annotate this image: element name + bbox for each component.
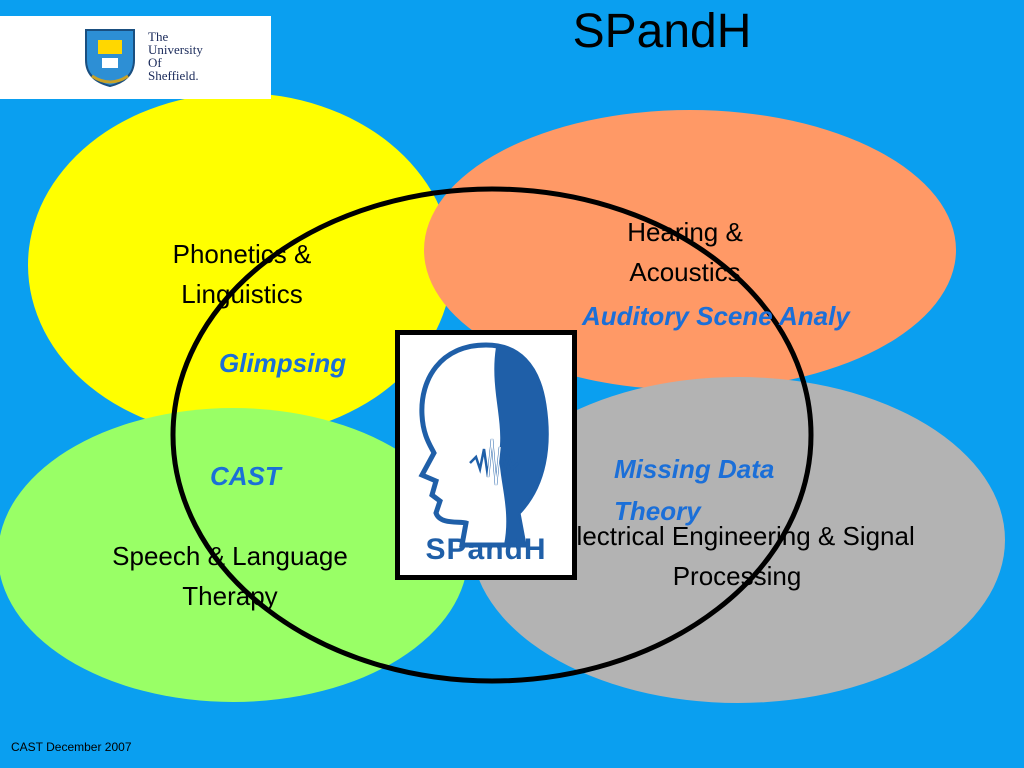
auditory-scene-label: Auditory Scene Analy (582, 301, 850, 331)
university-crest-icon (85, 29, 135, 88)
page-title: SPandH (572, 5, 752, 58)
logo-line: Sheffield. (148, 68, 199, 83)
spandh-logo-text: SPandH (425, 533, 547, 566)
logo-line: Of (148, 55, 162, 70)
speech-therapy-ellipse (0, 408, 468, 702)
logo-line: The (148, 29, 169, 44)
university-name: The University Of Sheffield. (148, 30, 203, 82)
footer-text: CAST December 2007 (11, 740, 132, 754)
hearing-ellipse (424, 110, 956, 390)
electrical-label: Electrical Engineering & Signal Processi… (559, 521, 915, 591)
hearing-label: Hearing & Acoustics (627, 217, 743, 287)
spandh-outline-ellipse (170, 186, 814, 684)
spandh-logo: SPandH (395, 330, 577, 580)
university-logo: The University Of Sheffield. (0, 16, 271, 99)
logo-line: University (148, 42, 203, 57)
head-profile-icon (418, 342, 549, 548)
missing-data-label: Missing Data Theory (614, 454, 775, 526)
glimpsing-label: Glimpsing (219, 348, 347, 378)
phonetics-ellipse (28, 93, 452, 437)
speech-therapy-label: Speech & Language Therapy (112, 541, 348, 611)
phonetics-label: Phonetics & Linguistics (172, 239, 312, 309)
cast-label: CAST (210, 461, 281, 491)
electrical-ellipse (471, 377, 1005, 703)
